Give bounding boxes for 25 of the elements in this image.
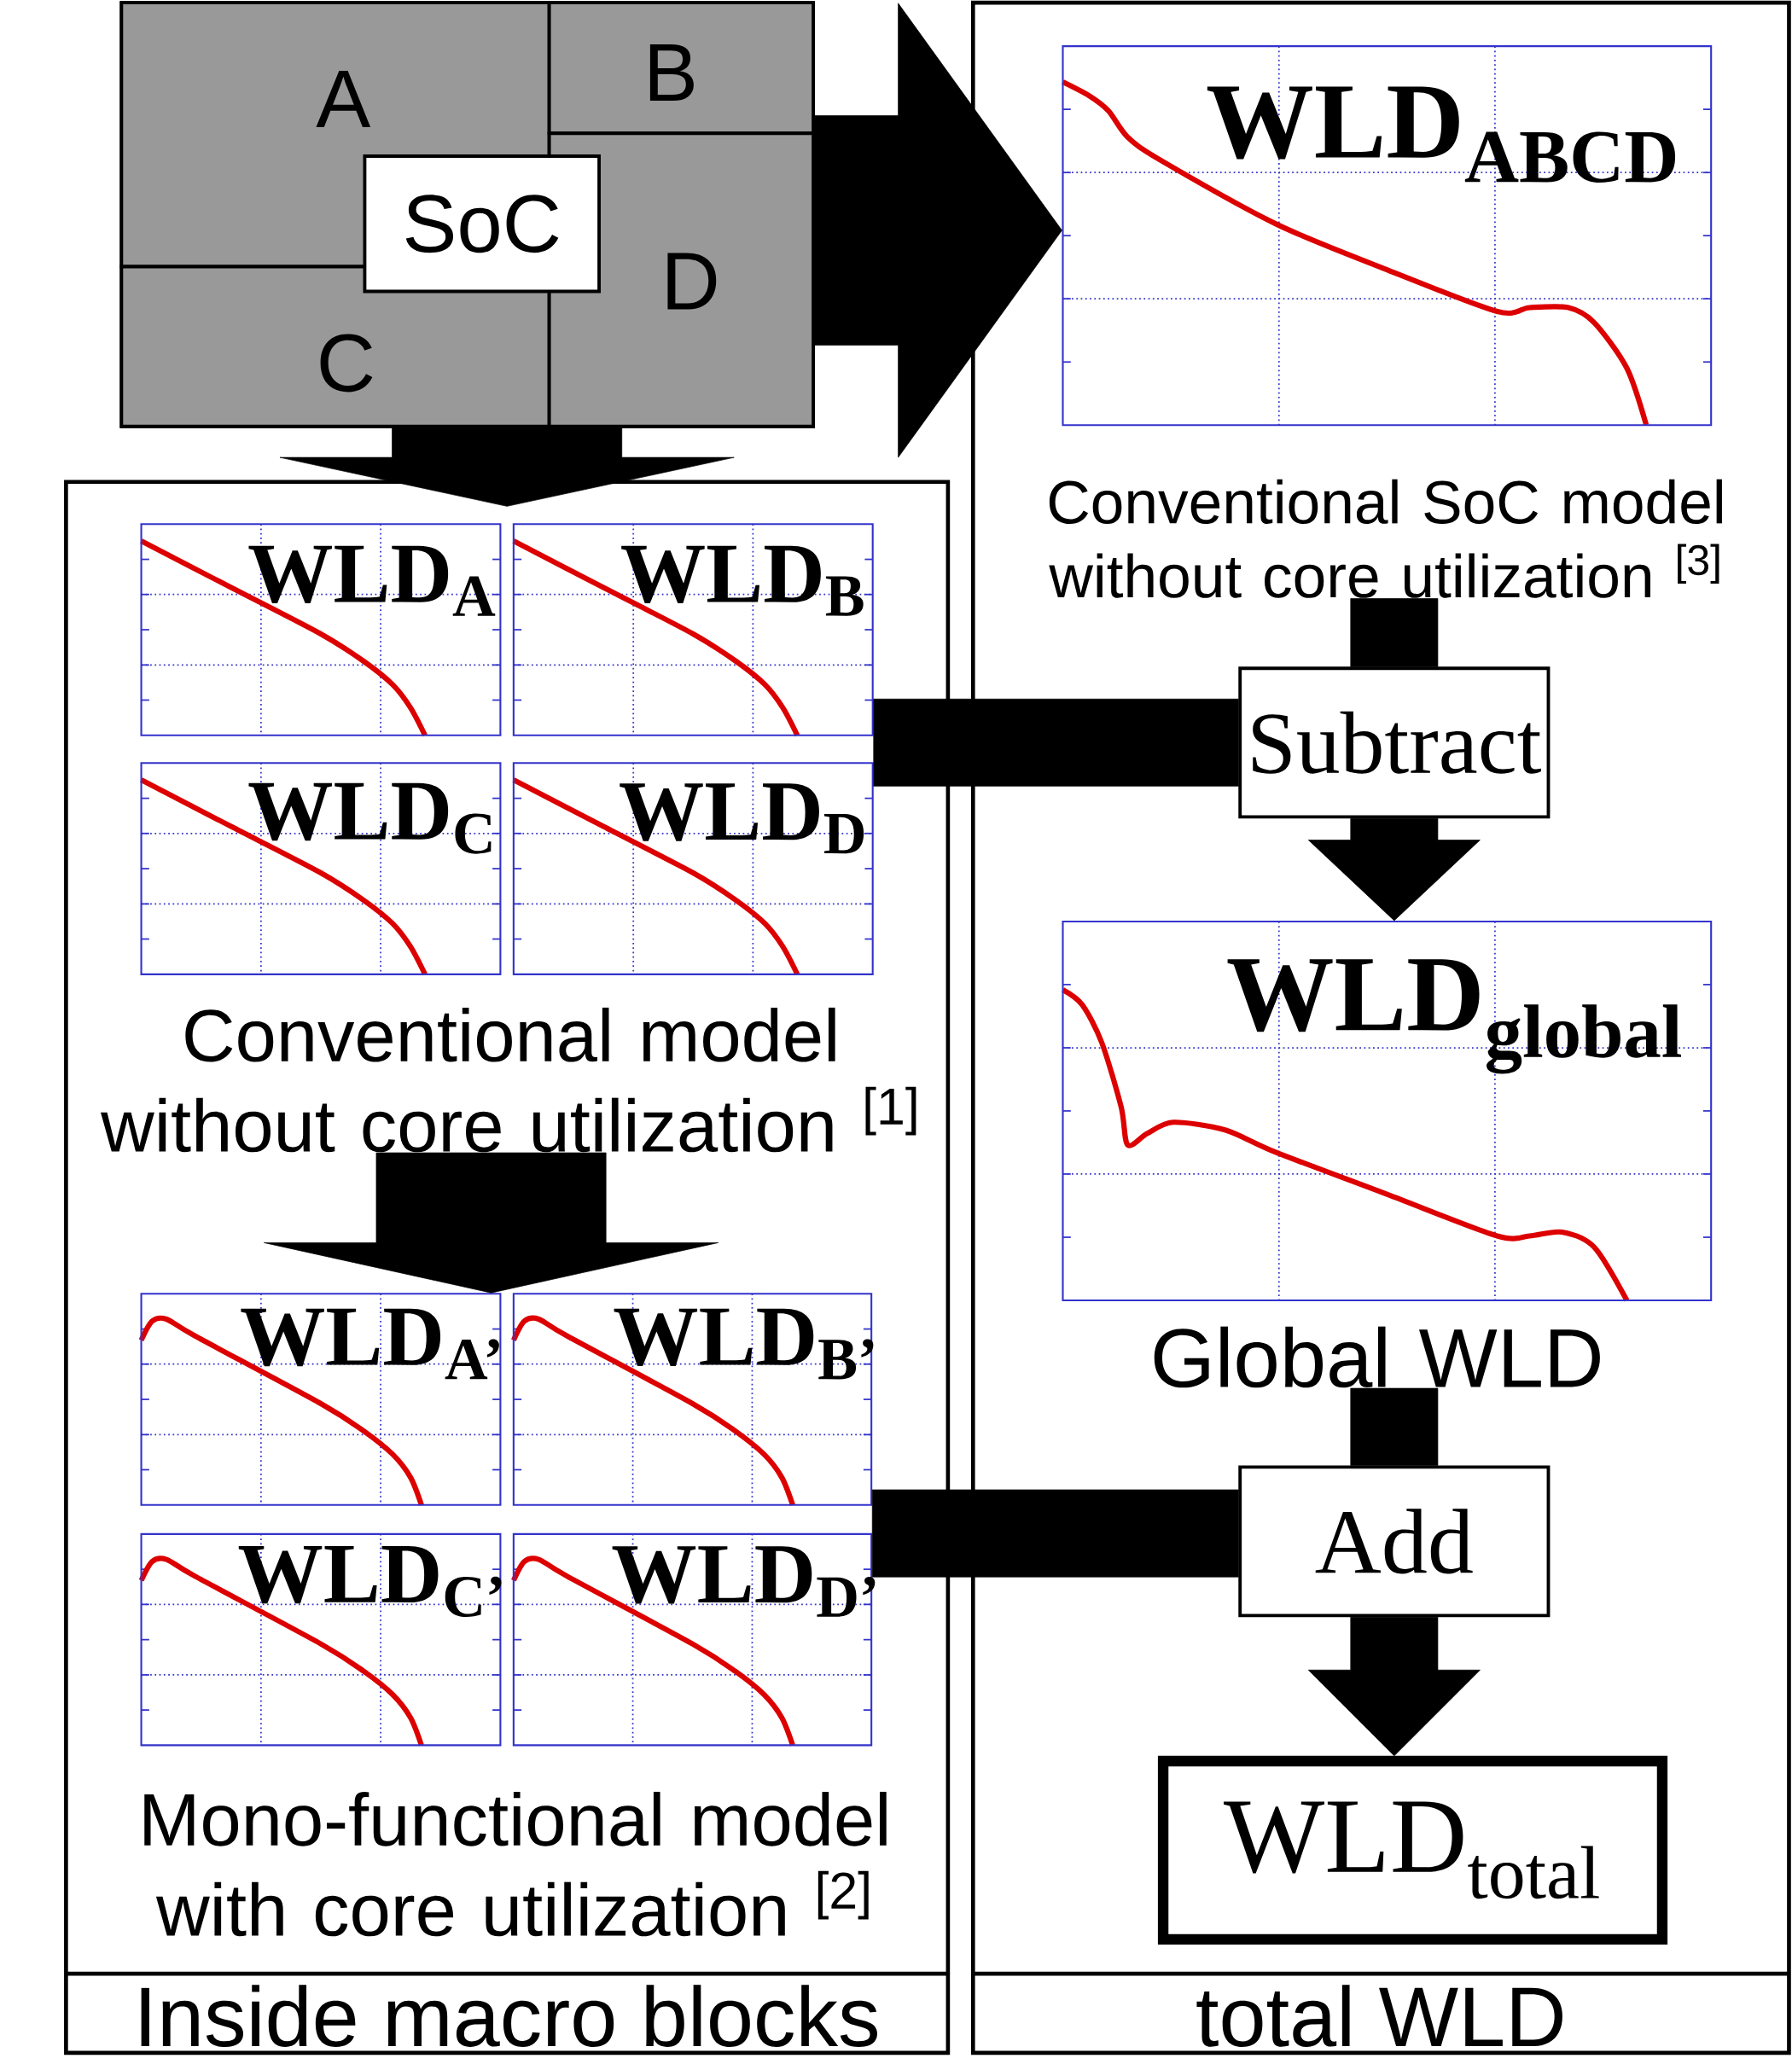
block-arrow	[1308, 1617, 1481, 1757]
plot-drawing: WLD$_{A}$	[140, 523, 502, 737]
plot-drawing: WLD$_{ABCD}$	[1062, 45, 1713, 427]
plot-drawing: WLD$_{global}$	[1062, 920, 1713, 1302]
plot-drawing: WLD$_{A’}$	[139, 1293, 502, 1506]
caption: Global WLD	[1155, 1326, 1601, 1388]
plot-drawing: WLD$_{B}$	[512, 523, 874, 737]
text-box: WLD$_{total}$	[1158, 1755, 1668, 1945]
caption: Mono-functional model with core utilization $^{[2]}$	[144, 1791, 887, 1937]
block-arrow	[264, 1152, 719, 1294]
floorplan-block: C	[119, 265, 551, 428]
text-box: SoC	[363, 154, 602, 294]
block-arrow	[1308, 817, 1481, 922]
floorplan-block: B	[547, 1, 816, 136]
caption: Conventional model without core utilization $^{[1]}$	[101, 1007, 916, 1153]
connector-bar	[1350, 598, 1439, 667]
block-arrow	[814, 3, 1063, 458]
plot-drawing: WLD$_{C}$	[140, 762, 502, 976]
text-box: Subtract	[1238, 666, 1551, 819]
connector-bar	[873, 698, 1239, 787]
caption: Conventional SoC model without core utilization $^{[3]}$	[1049, 479, 1723, 598]
connector-bar	[1350, 1387, 1439, 1466]
connector-bar	[872, 1489, 1239, 1578]
text-box: Add	[1238, 1465, 1551, 1618]
plot-drawing: WLD$_{D}$	[512, 762, 874, 976]
